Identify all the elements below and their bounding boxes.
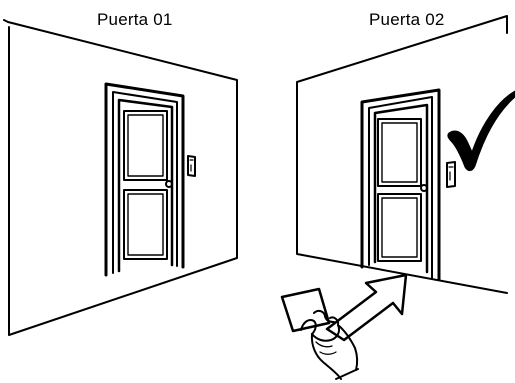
left-card-reader-icon	[187, 155, 196, 177]
right-door-frame	[360, 88, 441, 281]
left-room	[3, 19, 238, 336]
right-card-reader-icon	[446, 161, 456, 188]
right-wall	[296, 15, 508, 294]
left-door-upper-panel	[123, 110, 168, 181]
left-door-lower-panel	[123, 189, 168, 260]
left-door	[117, 98, 174, 273]
access-card-icon	[280, 287, 331, 333]
left-door-knob	[165, 180, 173, 188]
door-02-label: Puerta 02	[369, 10, 445, 29]
door-01-label: Puerta 01	[97, 10, 173, 29]
left-door-frame	[104, 82, 185, 277]
left-wall	[3, 19, 238, 336]
checkmark-icon	[447, 90, 515, 172]
right-door-knob	[420, 184, 428, 192]
direction-arrow-icon	[325, 273, 408, 342]
right-room	[296, 15, 508, 294]
left-door-frame-inner	[112, 91, 178, 274]
hand-icon	[300, 309, 359, 380]
right-door-lower-panel	[377, 193, 422, 262]
right-door-upper-panel	[377, 118, 422, 187]
right-door	[373, 103, 429, 274]
right-door-frame-inner	[368, 96, 433, 279]
